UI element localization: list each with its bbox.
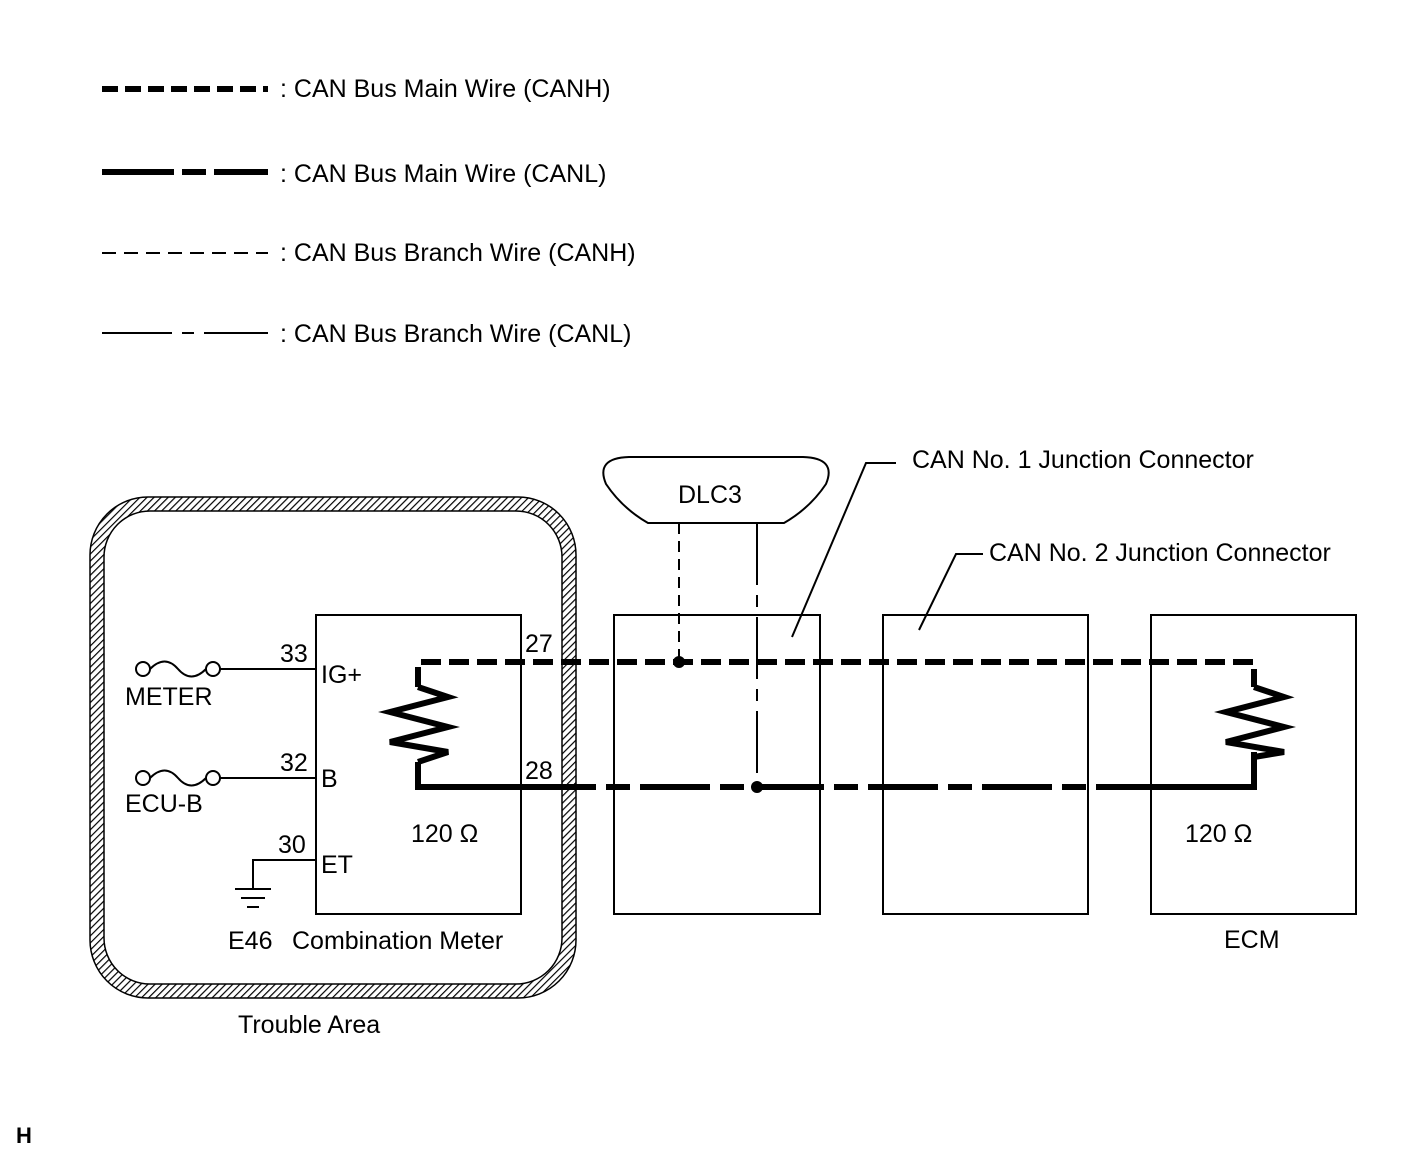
pin-27-label: 27 (525, 630, 553, 658)
et-ground-wire (252, 859, 316, 889)
junction-connector-1-box (613, 614, 821, 915)
pin-33-label: 33 (280, 640, 308, 668)
meter-resistor-label: 120 Ω (411, 820, 478, 848)
pin-30-label: 30 (278, 831, 306, 859)
corner-mark: H (16, 1123, 32, 1148)
legend-canl-branch: : CAN Bus Branch Wire (CANL) (102, 320, 631, 348)
ecu-b-fuse-label: ECU-B (125, 790, 203, 818)
pin-32-label: 32 (280, 749, 308, 777)
ground-icon (235, 888, 271, 908)
combination-meter-label: Combination Meter (292, 927, 503, 955)
canh-splice-dot (673, 656, 685, 668)
legend-canh-main: : CAN Bus Main Wire (CANH) (102, 75, 611, 103)
ecu-b-fuse (135, 769, 221, 787)
trouble-area-label: Trouble Area (238, 1011, 380, 1039)
combination-meter-box (315, 614, 522, 915)
b-terminal-label: B (321, 765, 338, 793)
legend-canh-branch: : CAN Bus Branch Wire (CANH) (102, 239, 636, 267)
legend-canl-main: : CAN Bus Main Wire (CANL) (102, 160, 606, 188)
pin-28-label: 28 (525, 757, 553, 785)
canh-main-wire (415, 659, 1257, 687)
meter-fuse-label: METER (125, 683, 213, 711)
junction-connector-2-box (882, 614, 1089, 915)
dlc3-connector (602, 456, 830, 524)
canl-main-wire (415, 752, 1257, 790)
ecm-terminating-resistor (1214, 684, 1296, 760)
ecm-label: ECM (1224, 926, 1280, 954)
canl-splice-dot (751, 781, 763, 793)
legend-canh-branch-label: : CAN Bus Branch Wire (CANH) (280, 239, 636, 267)
legend-canl-main-label: : CAN Bus Main Wire (CANL) (280, 160, 606, 188)
junction-2-leader (918, 553, 983, 631)
junction-1-leader (791, 462, 896, 638)
legend-canl-branch-label: : CAN Bus Branch Wire (CANL) (280, 320, 631, 348)
meter-terminating-resistor (378, 684, 460, 765)
ground-label: E46 (228, 927, 272, 955)
ecm-resistor-label: 120 Ω (1185, 820, 1252, 848)
legend: : CAN Bus Main Wire (CANH) : CAN Bus Mai… (102, 75, 636, 348)
et-terminal-label: ET (321, 851, 353, 879)
junction-2-label: CAN No. 2 Junction Connector (989, 539, 1331, 567)
ig-plus-terminal-label: IG+ (321, 661, 362, 689)
trouble-area-border (89, 496, 577, 999)
ecm-box (1150, 614, 1357, 915)
dlc3-label: DLC3 (678, 481, 742, 509)
legend-canh-main-label: : CAN Bus Main Wire (CANH) (280, 75, 611, 103)
junction-1-label: CAN No. 1 Junction Connector (912, 446, 1254, 474)
